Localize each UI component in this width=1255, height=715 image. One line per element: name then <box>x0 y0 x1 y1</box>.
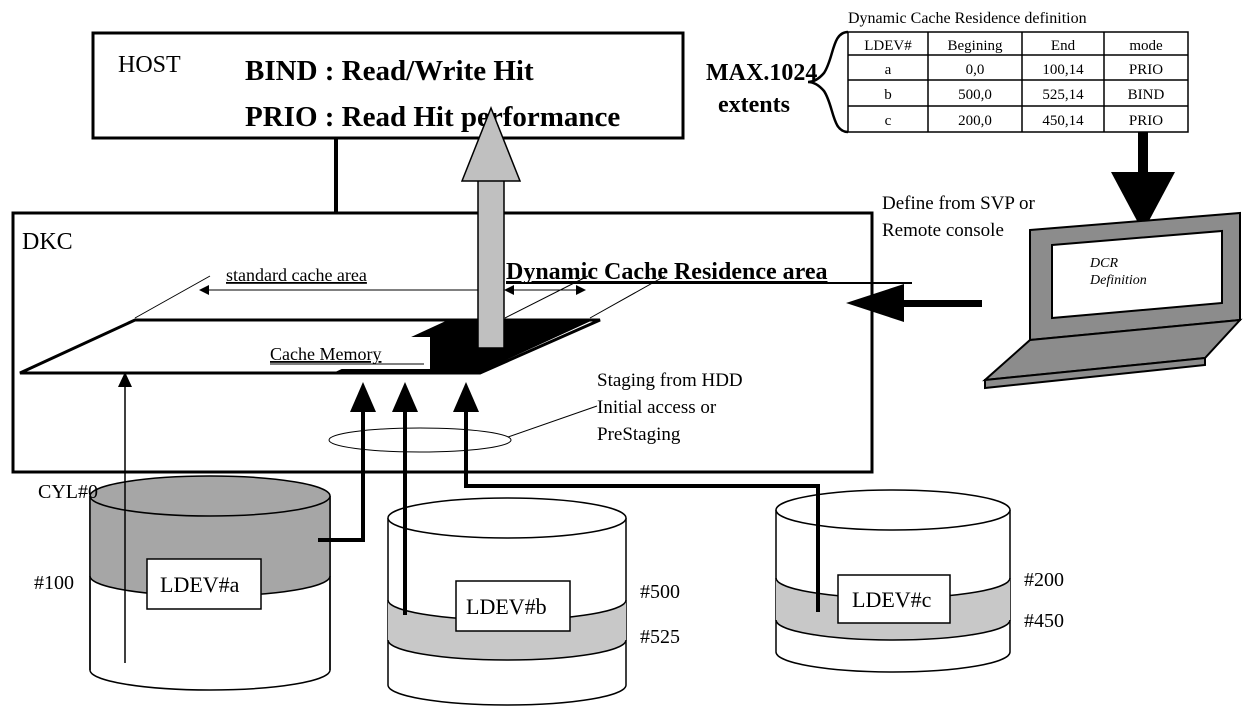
laptop-to-dkc-arrow <box>846 284 982 322</box>
disk-a-label: LDEV#a <box>160 572 240 597</box>
define-note-line1: Define from SVP or <box>882 193 1036 214</box>
read-hit-arrow <box>460 105 522 349</box>
dcr-table <box>847 31 1189 133</box>
staging-line1: Staging from HDD <box>597 370 743 391</box>
extents-line1: MAX.1024 <box>706 60 817 86</box>
disk-b-start: #500 <box>640 581 680 603</box>
disk-c-start: #200 <box>1024 569 1064 591</box>
dcr-area-label: Dynamic Cache Residence area <box>506 259 828 285</box>
disk-c-staging-path <box>464 410 820 612</box>
table-header-mode: mode <box>1129 38 1163 54</box>
disk-c-end: #450 <box>1024 610 1064 632</box>
dcr-table-title: Dynamic Cache Residence definition <box>848 10 1087 27</box>
table-cell: 450,14 <box>1042 113 1084 129</box>
disk-a-staging-arrowhead <box>350 382 376 412</box>
define-note-line2: Remote console <box>882 220 1004 241</box>
laptop-icon <box>982 211 1243 390</box>
disk-b-end: #525 <box>640 626 680 648</box>
disk-a-staging-path <box>318 410 365 542</box>
table-cell: a <box>885 62 892 78</box>
disk-a-cyl0: CYL#0 <box>38 481 98 503</box>
table-cell: 0,0 <box>966 62 985 78</box>
table-cell: c <box>885 113 892 129</box>
disk-b-staging-arrowhead <box>392 382 418 412</box>
table-cell: BIND <box>1128 87 1165 103</box>
table-cell: b <box>884 87 892 103</box>
staging-line2: Initial access or <box>597 397 717 418</box>
table-cell: 100,14 <box>1042 62 1084 78</box>
staging-line3: PreStaging <box>597 424 681 445</box>
cache-memory-label: Cache Memory <box>270 344 381 364</box>
table-cell: 525,14 <box>1042 87 1084 103</box>
disk-c-label: LDEV#c <box>852 587 932 612</box>
extents-brace <box>807 30 849 134</box>
disk-ldev-a <box>89 475 331 691</box>
host-prio-line: PRIO : Read Hit performance <box>245 101 620 133</box>
disk-a-start: #100 <box>34 572 74 594</box>
disk-ldev-b <box>387 497 627 706</box>
disk-c-staging-arrowhead <box>453 382 479 412</box>
table-header-ldev: LDEV# <box>864 38 912 54</box>
table-cell: 200,0 <box>958 113 992 129</box>
disk-b-label: LDEV#b <box>466 594 547 619</box>
staging-pointer-line <box>507 405 598 438</box>
table-to-laptop-arrow <box>1111 132 1175 232</box>
laptop-screen-line1: DCR <box>1089 256 1118 271</box>
staging-ellipse <box>328 427 512 453</box>
table-cell: PRIO <box>1129 113 1163 129</box>
table-cell: PRIO <box>1129 62 1163 78</box>
host-bind-line: BIND : Read/Write Hit <box>245 55 534 87</box>
host-label: HOST <box>118 52 181 78</box>
table-header-end: End <box>1051 38 1076 54</box>
dkc-label: DKC <box>22 229 73 255</box>
standard-cache-area-label: standard cache area <box>226 265 367 285</box>
disk-a-thin-arrowhead <box>118 372 132 387</box>
host-box: HOST BIND : Read/Write Hit PRIO : Read H… <box>91 31 685 140</box>
dkc-box <box>11 211 874 474</box>
table-cell: 500,0 <box>958 87 992 103</box>
laptop-screen-line2: Definition <box>1089 273 1147 288</box>
disk-ldev-c <box>775 489 1011 673</box>
table-header-begining: Begining <box>948 38 1003 54</box>
extents-line2: extents <box>718 92 790 118</box>
